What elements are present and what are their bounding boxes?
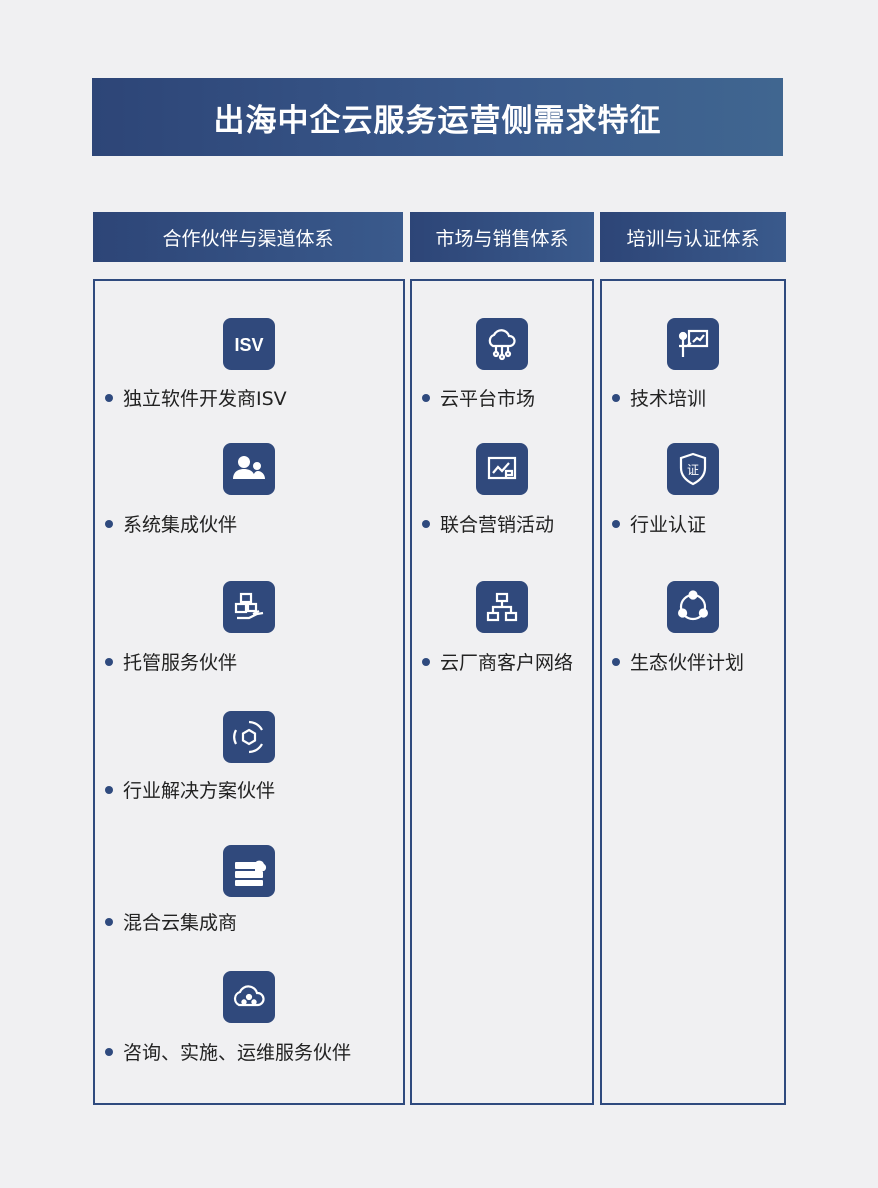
column-header-marketing: 市场与销售体系 <box>410 212 594 262</box>
certificate-shield-icon: 证 <box>667 443 719 495</box>
item-label: 行业认证 <box>630 514 707 536</box>
isv-icon: ISV <box>223 318 275 370</box>
column-box-marketing: 云平台市场 联合营销活动 云厂商客户网络 <box>410 279 594 1105</box>
bullet-dot <box>422 657 430 666</box>
cloud-people-icon <box>223 971 275 1023</box>
hexagon-cycle-icon <box>223 711 275 763</box>
hosting-hand-icon <box>223 581 275 633</box>
item-label: 托管服务伙伴 <box>123 652 238 674</box>
item-label: 技术培训 <box>630 388 707 410</box>
item-label: 云厂商客户网络 <box>440 652 574 674</box>
svg-text:ISV: ISV <box>234 335 263 355</box>
presentation-icon <box>667 318 719 370</box>
cloud-network-icon <box>476 318 528 370</box>
chart-flag-icon <box>476 443 528 495</box>
bullet-dot <box>422 393 430 402</box>
item-label: 混合云集成商 <box>123 912 238 934</box>
people-icon <box>223 443 275 495</box>
item-label: 联合营销活动 <box>440 514 555 536</box>
column-header-training: 培训与认证体系 <box>600 212 786 262</box>
bullet-dot <box>105 393 113 402</box>
bullet-dot <box>105 657 113 666</box>
ecosystem-cycle-icon <box>667 581 719 633</box>
bullet-dot <box>422 519 430 528</box>
bullet-dot <box>612 657 620 666</box>
server-cloud-icon <box>223 845 275 897</box>
svg-text:证: 证 <box>687 463 699 477</box>
bullet-dot <box>105 785 113 794</box>
bullet-dot <box>105 1047 113 1056</box>
column-box-training: 技术培训 证 行业认证 生态伙伴计划 <box>600 279 786 1105</box>
item-label: 云平台市场 <box>440 388 536 410</box>
bullet-dot <box>105 917 113 926</box>
item-label: 生态伙伴计划 <box>630 652 745 674</box>
item-label: 咨询、实施、运维服务伙伴 <box>123 1042 352 1064</box>
item-label: 独立软件开发商ISV <box>123 388 287 410</box>
page-title: 出海中企云服务运营侧需求特征 <box>213 102 662 139</box>
bullet-dot <box>612 519 620 528</box>
hierarchy-icon <box>476 581 528 633</box>
bullet-dot <box>612 393 620 402</box>
item-label: 系统集成伙伴 <box>123 514 238 536</box>
bullet-dot <box>105 519 113 528</box>
title-banner: 出海中企云服务运营侧需求特征 <box>92 78 783 156</box>
column-header-partners: 合作伙伴与渠道体系 <box>93 212 403 262</box>
column-box-partners: ISV 独立软件开发商ISV 系统集成伙伴 托管服务伙伴 行业解决方案伙伴 <box>93 279 405 1105</box>
item-label: 行业解决方案伙伴 <box>123 780 276 802</box>
